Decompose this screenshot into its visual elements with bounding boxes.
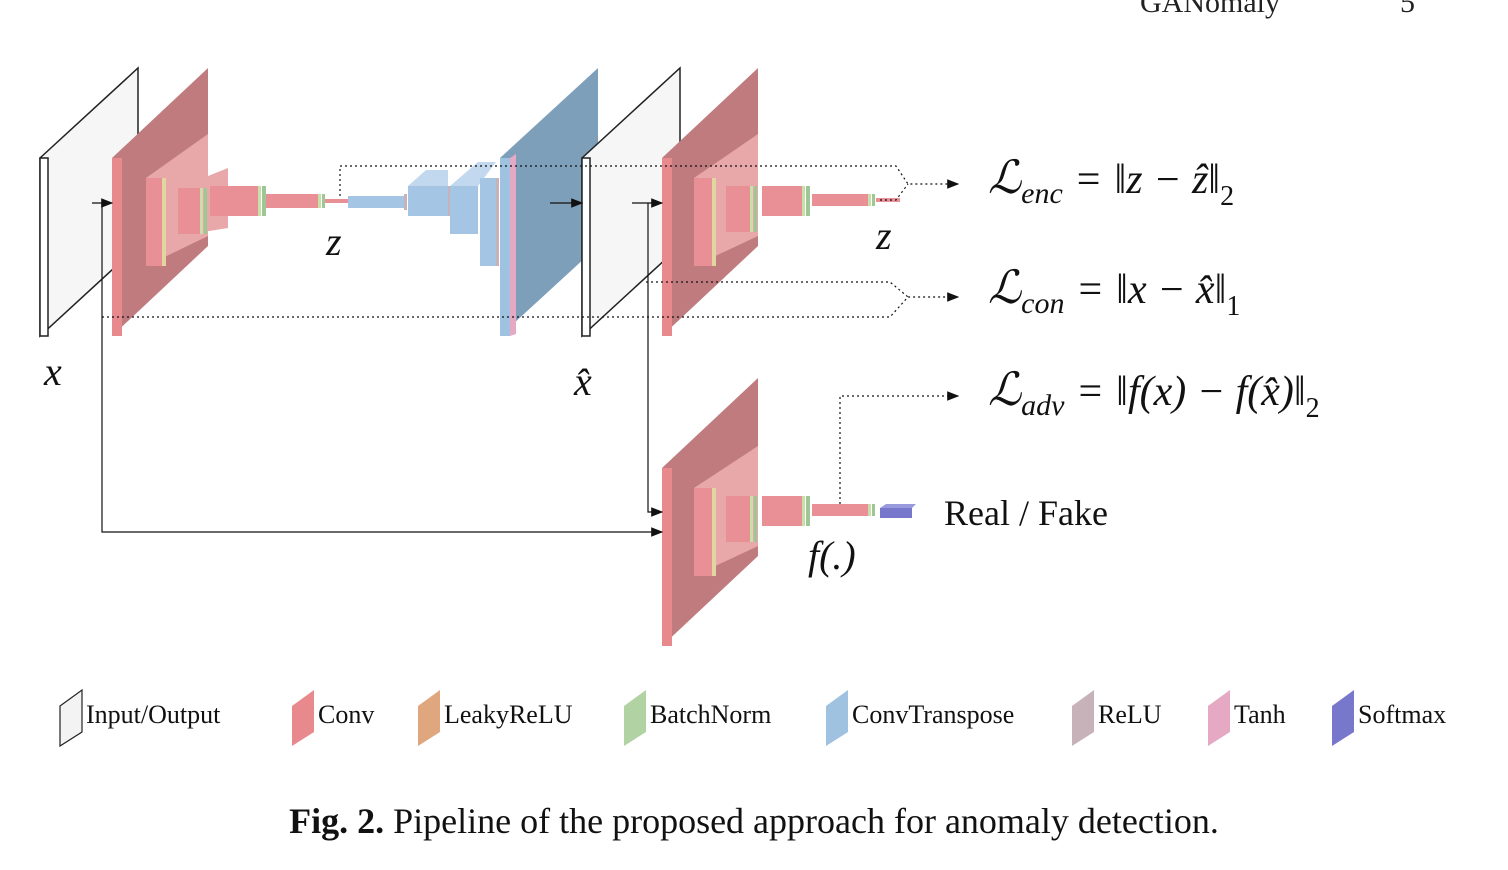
legend-label-convtranspose: ConvTranspose	[852, 700, 1015, 729]
legend-swatch-batchnorm	[624, 690, 646, 746]
loss-con-symbol: ℒ	[988, 260, 1022, 314]
loss-adv: ℒadv=‖f(x) − f(x̂)‖2	[988, 362, 1320, 424]
legend-label-tanh: Tanh	[1234, 700, 1286, 729]
caption-text: Pipeline of the proposed approach for an…	[393, 801, 1219, 841]
legend-label-conv: Conv	[318, 700, 375, 729]
legend-label-softmax: Softmax	[1358, 700, 1447, 729]
encoder-1	[112, 68, 349, 336]
loss-con-subscript: con	[1021, 287, 1065, 320]
input-slab-x	[39, 66, 139, 338]
label-z-latent: z	[326, 219, 342, 264]
figure-caption: Fig. 2. Pipeline of the proposed approac…	[0, 800, 1508, 842]
label-z-hat: z	[876, 213, 892, 258]
loss-enc-norm: 2	[1220, 181, 1235, 212]
legend-swatch-convtranspose	[826, 690, 848, 746]
loss-enc-rhs: ‖z − ẑ‖	[1114, 157, 1221, 203]
legend-label-input-output: Input/Output	[86, 700, 221, 729]
legend-swatch-softmax	[1332, 690, 1354, 746]
loss-adv-symbol: ℒ	[988, 362, 1022, 416]
loss-con-norm: 1	[1226, 291, 1241, 322]
loss-enc: ℒenc=‖z − ẑ‖2	[988, 150, 1235, 212]
label-x: x	[44, 349, 62, 394]
pipeline-diagram	[39, 66, 960, 646]
label-x-hat: x̂	[574, 359, 592, 404]
loss-adv-norm: 2	[1305, 393, 1320, 424]
legend-swatch-relu	[1072, 690, 1094, 746]
loss-con-rhs: ‖x − x̂‖	[1116, 267, 1227, 313]
loss-adv-subscript: adv	[1021, 389, 1065, 422]
loss-con: ℒcon=‖x − x̂‖1	[988, 260, 1241, 322]
discriminator	[662, 378, 916, 646]
legend-swatch-tanh	[1208, 690, 1230, 746]
legend-swatch-leakyrelu	[418, 690, 440, 746]
decoder	[348, 68, 598, 336]
dotted-connectors	[102, 165, 960, 504]
discriminator-output-label: Real / Fake	[944, 493, 1108, 533]
encoder-2	[662, 68, 900, 336]
legend: Input/Output Conv LeakyReLU BatchNorm Co…	[56, 686, 1476, 750]
label-f: f(.)	[808, 533, 856, 578]
running-header-title: GANomaly	[1140, 0, 1280, 19]
loss-enc-subscript: enc	[1021, 177, 1063, 210]
caption-label: Fig. 2.	[289, 801, 385, 841]
legend-label-leakyrelu: LeakyReLU	[444, 700, 573, 729]
loss-adv-rhs: ‖f(x) − f(x̂)‖	[1116, 369, 1306, 415]
legend-label-batchnorm: BatchNorm	[650, 700, 772, 729]
running-header-page: 5	[1399, 0, 1415, 19]
running-header: GANomaly 5	[1140, 0, 1415, 20]
solid-connectors	[92, 198, 664, 537]
loss-enc-symbol: ℒ	[988, 150, 1022, 204]
legend-label-relu: ReLU	[1098, 700, 1162, 729]
legend-swatch-conv	[292, 690, 314, 746]
legend-swatch-input-output	[59, 688, 83, 748]
